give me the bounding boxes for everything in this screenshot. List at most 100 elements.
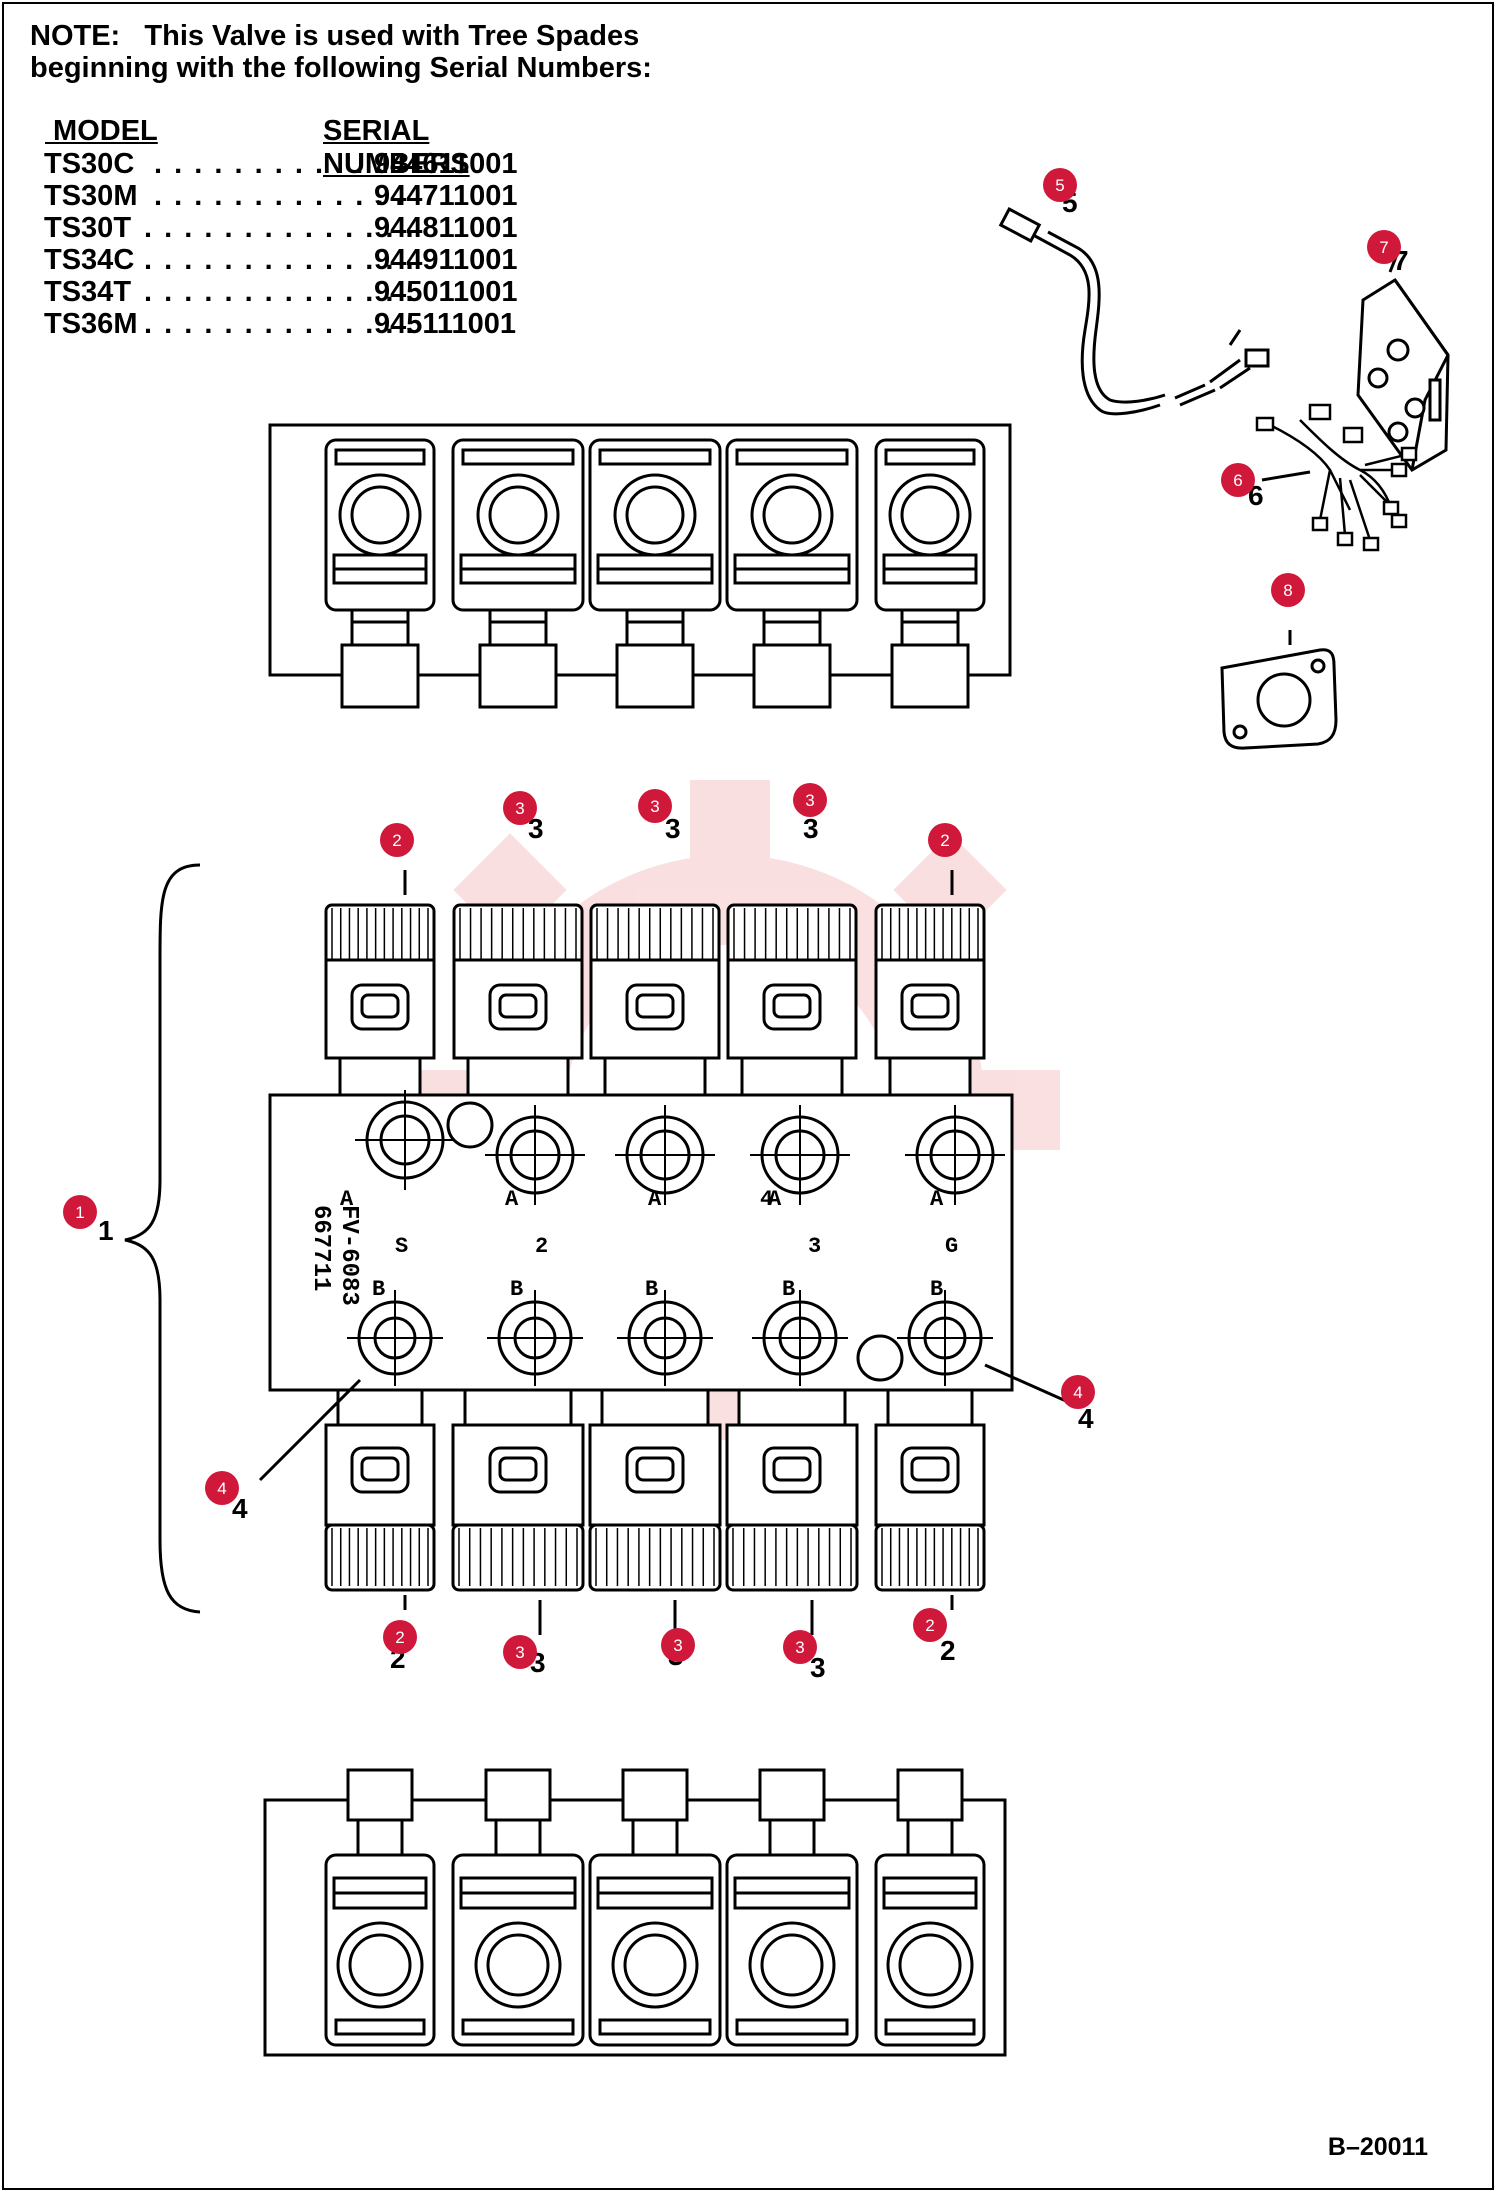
- callout-number: 7: [1379, 238, 1388, 257]
- port-a-label: A: [930, 1187, 944, 1212]
- callout-bubble: [783, 1630, 817, 1664]
- solenoid-coil-upper: [589, 903, 721, 1098]
- port-a: [905, 1105, 1005, 1205]
- solenoid-top: [588, 438, 722, 709]
- note-text: NOTE: This Valve is used with Tree Spade…: [30, 20, 652, 84]
- assembly-bracket: [124, 863, 201, 1614]
- callout-bubble: [205, 1471, 239, 1505]
- callout-2: 2: [913, 1608, 947, 1642]
- part-number-label: 3: [810, 1652, 826, 1683]
- solenoid-top: [874, 438, 986, 709]
- port-a: [750, 1105, 850, 1205]
- callout-bubble: [380, 823, 414, 857]
- port-b-label: B: [782, 1277, 795, 1302]
- port-b: [347, 1290, 443, 1386]
- callout-4: 4: [1061, 1375, 1095, 1409]
- solenoid-bottom: [324, 1768, 436, 2047]
- solenoid-coil-lower: [451, 1388, 585, 1592]
- callout-number: 8: [1283, 581, 1292, 600]
- callout-number: 2: [940, 831, 949, 850]
- solenoid-bottom: [451, 1768, 585, 2047]
- callout-3: 3: [793, 783, 827, 817]
- callout-bubble: [503, 791, 537, 825]
- solenoid-bottom: [874, 1768, 986, 2047]
- callout-3: 3: [503, 1635, 537, 1669]
- serial-cell: 944911001: [374, 244, 518, 276]
- solenoid-bottom: [588, 1768, 722, 2047]
- plug: [446, 1101, 494, 1149]
- model-cell: TS30C: [44, 148, 135, 180]
- callout-number: 1: [75, 1203, 84, 1222]
- callout-number: 5: [1055, 176, 1064, 195]
- callout-bubble: [63, 1195, 97, 1229]
- note-line-1: NOTE: This Valve is used with Tree Spade…: [30, 20, 640, 52]
- section-label: 2: [535, 1234, 548, 1259]
- callout-bubble: [1271, 573, 1305, 607]
- port-b-label: B: [645, 1277, 658, 1302]
- callout-number: 3: [515, 799, 524, 818]
- port-number-label: 4: [760, 1187, 773, 1212]
- solenoid-coil-lower: [588, 1388, 722, 1592]
- plug: [856, 1334, 904, 1382]
- callout-number: 2: [392, 831, 401, 850]
- solenoid-coil-upper: [324, 903, 436, 1098]
- callout-bubble: [1061, 1375, 1095, 1409]
- callout-2: 2: [383, 1620, 417, 1654]
- callout-bubble: [638, 789, 672, 823]
- callout-number: 2: [925, 1616, 934, 1635]
- port-a: [485, 1105, 585, 1205]
- port-b: [897, 1290, 993, 1386]
- callout-bubble: [1043, 168, 1077, 202]
- callout-number: 3: [515, 1643, 524, 1662]
- port-a: [355, 1090, 455, 1190]
- section-label: S: [395, 1234, 408, 1259]
- callout-bubble: [661, 1628, 695, 1662]
- callout-bubble: [928, 823, 962, 857]
- callout-bubble: [383, 1620, 417, 1654]
- serial-cell: 945111001: [374, 308, 516, 340]
- part-number-label: 3: [528, 813, 544, 844]
- callout-number: 4: [1073, 1383, 1082, 1402]
- serial-cell: 944611001: [374, 148, 518, 180]
- callout-2: 2: [380, 823, 414, 857]
- callout-bubble: [913, 1608, 947, 1642]
- port-b: [617, 1290, 713, 1386]
- callout-number: 6: [1233, 471, 1242, 490]
- solenoid-coil-upper: [874, 903, 986, 1098]
- section-label: G: [945, 1234, 958, 1259]
- part-number-label: 3: [665, 813, 681, 844]
- callout-5: 5: [1043, 168, 1077, 202]
- callout-number: 4: [217, 1479, 226, 1498]
- model-cell: TS30T: [44, 212, 132, 244]
- port-a-label: A: [505, 1187, 519, 1212]
- valve-top-view: [268, 423, 1012, 709]
- solenoid-coil-lower: [324, 1388, 436, 1592]
- serial-cell: 945011001: [374, 276, 518, 308]
- table-row: TS34C. . . . . . . . . . . . . .94491100…: [44, 244, 518, 277]
- solenoid-top: [725, 438, 859, 709]
- item-8-gasket: [1220, 648, 1338, 750]
- callout-number: 2: [395, 1628, 404, 1647]
- part-number-label: 4: [1078, 1403, 1094, 1434]
- valve-bottom-view: [263, 1768, 1007, 2057]
- serial-cell: 944811001: [374, 212, 518, 244]
- callout-4: 4: [205, 1471, 239, 1505]
- callout-number: 3: [650, 797, 659, 816]
- callout-bubble: [503, 1635, 537, 1669]
- section-label: 3: [808, 1234, 821, 1259]
- callout-3: 3: [783, 1630, 817, 1664]
- solenoid-top: [451, 438, 585, 709]
- model-cell: TS30M: [44, 180, 138, 212]
- table-row: TS30T. . . . . . . . . . . . . .94481100…: [44, 212, 518, 245]
- callout-number: 3: [805, 791, 814, 810]
- callout-bubble: [1367, 230, 1401, 264]
- port-a-label: A: [340, 1187, 354, 1212]
- serial-cell: 944711001: [374, 180, 518, 212]
- callout-7: 7: [1367, 230, 1401, 264]
- port-a-label: A: [768, 1187, 782, 1212]
- part-number-text: 667711: [307, 1205, 334, 1291]
